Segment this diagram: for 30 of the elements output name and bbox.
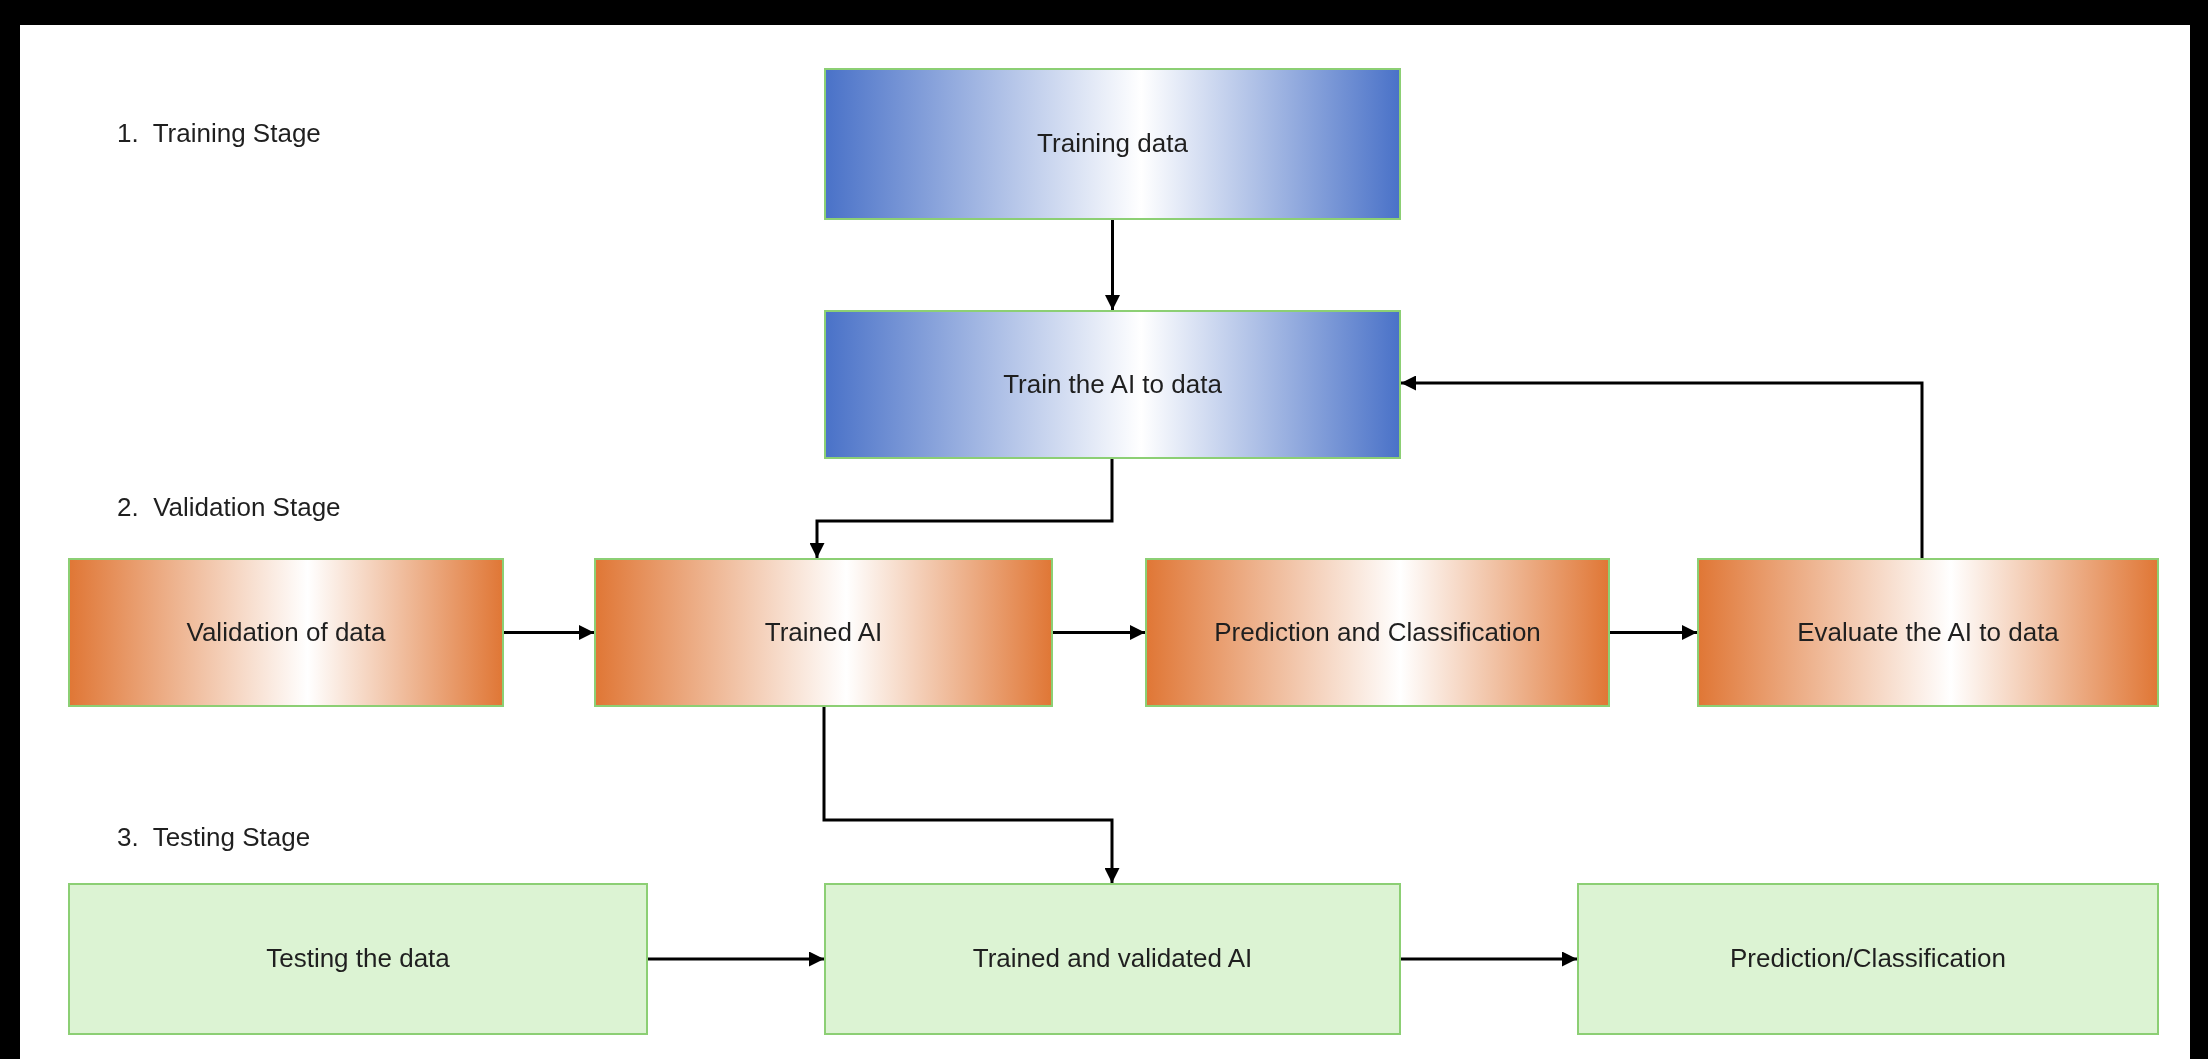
process-box [594, 558, 1053, 707]
process-box [824, 68, 1401, 220]
box-label: Prediction/Classification [1730, 942, 2006, 976]
stage-heading: 1. Training Stage [117, 118, 321, 149]
box-label: Trained and validated AI [972, 942, 1253, 976]
arrow [648, 951, 824, 967]
process-box [68, 883, 648, 1035]
box-label: Training data [1037, 127, 1188, 161]
arrow [1401, 951, 1577, 967]
arrow [1105, 220, 1120, 310]
process-box [1145, 558, 1610, 707]
process-box [824, 883, 1401, 1035]
arrow [1401, 375, 1924, 558]
process-box [1697, 558, 2159, 707]
box-label: Testing the data [266, 942, 450, 976]
process-box [1577, 883, 2159, 1035]
box-label: Validation of data [186, 615, 386, 649]
process-box [824, 310, 1401, 459]
box-label: Evaluate the AI to data [1797, 615, 2059, 649]
stage-heading: 3. Testing Stage [117, 822, 311, 853]
arrow [504, 625, 594, 640]
box-label: Trained AI [764, 615, 883, 649]
box-label: Prediction and Classification [1214, 615, 1541, 649]
arrow [1053, 625, 1145, 640]
arrow [1610, 625, 1697, 640]
box-label: Train the AI to data [1003, 367, 1222, 401]
process-box [68, 558, 504, 707]
stage-heading: 2. Validation Stage [117, 492, 341, 523]
arrow [822, 707, 1120, 883]
arrow [809, 459, 1114, 558]
